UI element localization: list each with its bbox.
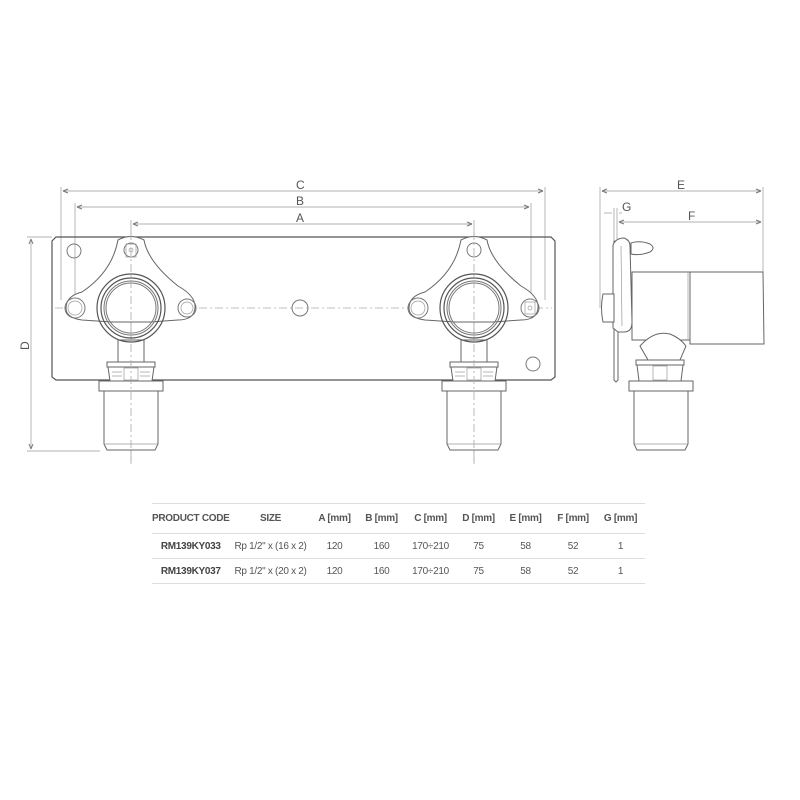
front-view: C B A D: [18, 178, 556, 465]
dim-label-f: F: [688, 209, 695, 223]
table-header-row: PRODUCT CODE SIZE A [mm] B [mm] C [mm] D…: [152, 503, 645, 534]
cell-g: 1: [617, 565, 624, 577]
cell-d: 75: [473, 540, 484, 552]
header-product-code: PRODUCT CODE: [152, 513, 230, 524]
cell-size: Rp 1/2" x (16 x 2): [234, 540, 307, 552]
technical-drawing: C B A D: [18, 178, 765, 465]
cell-d: 75: [473, 565, 484, 577]
cell-a: 120: [326, 540, 343, 552]
cell-size: Rp 1/2" x (20 x 2): [234, 565, 307, 577]
header-b: B [mm]: [365, 513, 398, 524]
dim-label-c: C: [296, 178, 305, 192]
cell-b: 160: [373, 565, 390, 577]
left-fitting: [64, 232, 197, 465]
cell-b: 160: [373, 540, 390, 552]
cell-c: 170÷210: [412, 565, 449, 577]
table-row: RM139KY033 Rp 1/2" x (16 x 2) 120 160 17…: [152, 534, 645, 559]
dim-label-g: G: [622, 200, 631, 214]
header-f: F [mm]: [557, 513, 589, 524]
cell-product-code: RM139KY037: [160, 565, 221, 577]
header-c: C [mm]: [414, 513, 447, 524]
table-row: RM139KY037 Rp 1/2" x (20 x 2) 120 160 17…: [152, 559, 645, 584]
cell-e: 58: [520, 565, 531, 577]
cell-c: 170÷210: [412, 540, 449, 552]
header-a: A [mm]: [318, 513, 351, 524]
dim-label-e: E: [677, 178, 685, 192]
header-size: SIZE: [260, 513, 282, 524]
header-g: G [mm]: [603, 513, 638, 524]
cell-e: 58: [520, 540, 531, 552]
side-view: E G F: [599, 178, 765, 451]
header-e: E [mm]: [509, 513, 542, 524]
cell-a: 120: [326, 565, 343, 577]
header-d: D [mm]: [462, 513, 495, 524]
dim-label-b: B: [296, 194, 304, 208]
right-fitting: [407, 232, 540, 465]
dim-label-d: D: [18, 341, 32, 350]
cell-product-code: RM139KY033: [160, 540, 221, 552]
spec-table: PRODUCT CODE SIZE A [mm] B [mm] C [mm] D…: [152, 503, 645, 584]
cell-f: 52: [567, 565, 579, 577]
cell-f: 52: [567, 540, 579, 552]
cell-g: 1: [617, 540, 624, 552]
dim-label-a: A: [296, 211, 304, 225]
